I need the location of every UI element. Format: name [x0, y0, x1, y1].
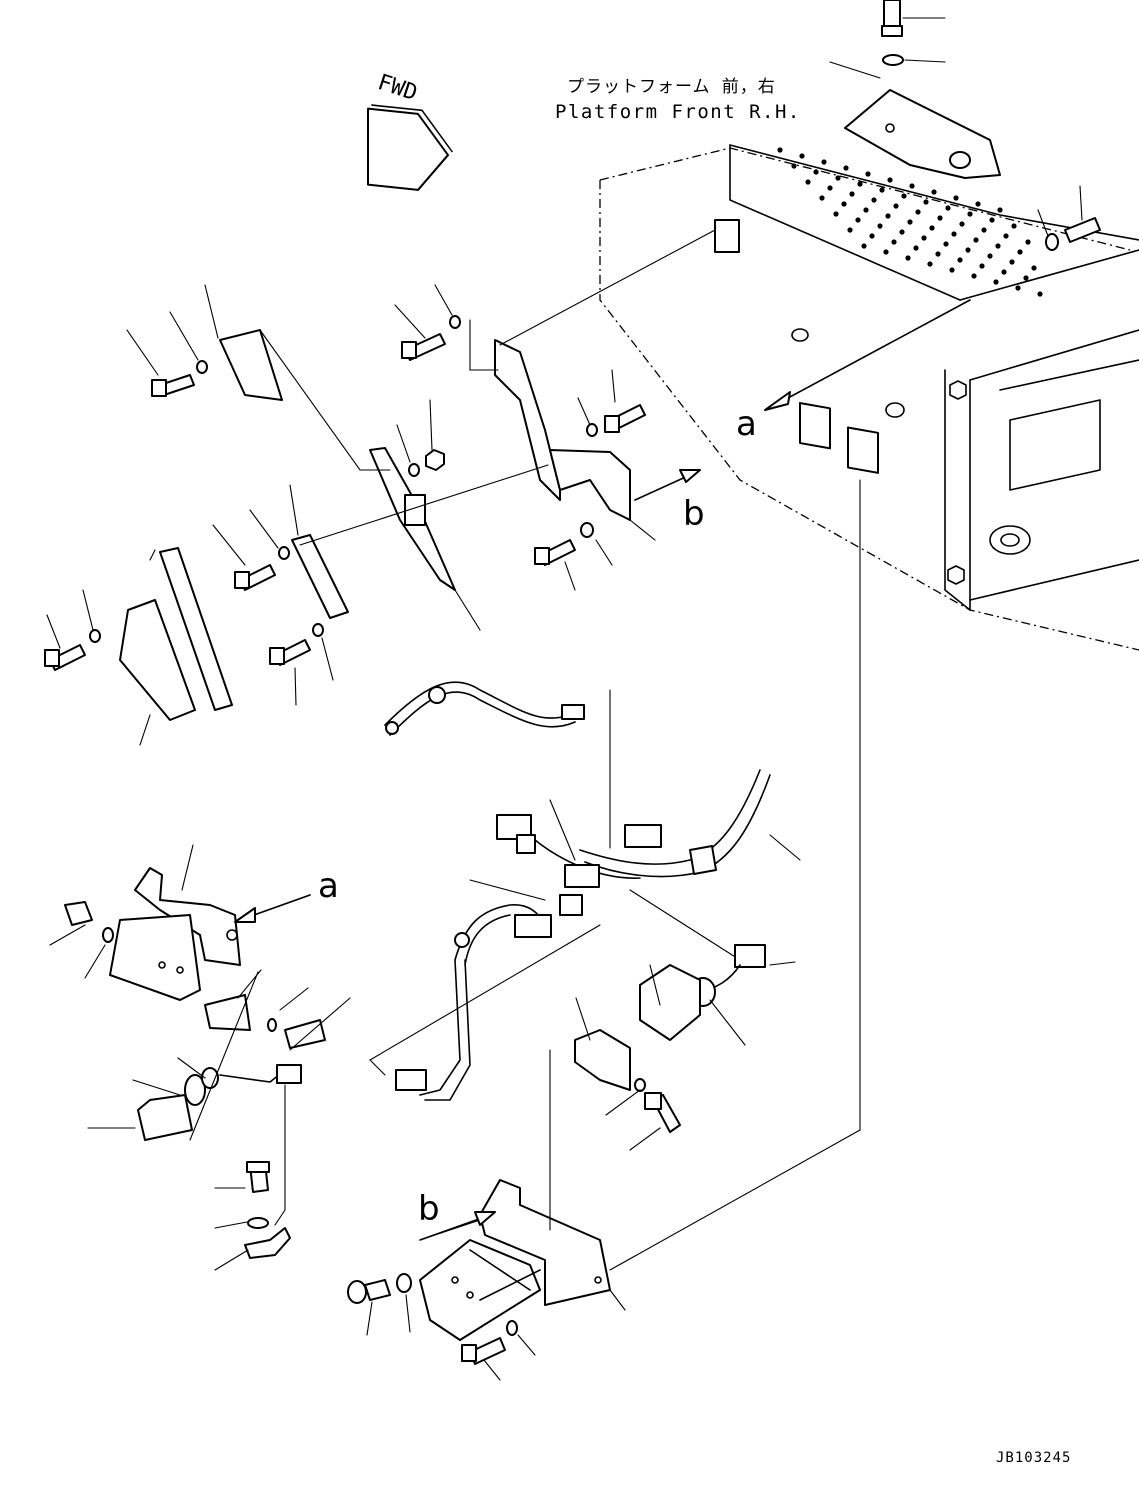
fwd-label: FWD: [375, 70, 421, 106]
callout-arrows: [234, 299, 971, 1241]
perforation-hole: [921, 235, 927, 241]
perforation-hole: [923, 199, 929, 205]
perforation-hole: [877, 223, 883, 229]
wire-harness: [384, 681, 801, 961]
perforation-hole: [1031, 265, 1037, 271]
perforation-hole: [1015, 285, 1021, 291]
upper-bracket-assembly: [119, 229, 716, 746]
perforation-hole: [861, 243, 867, 249]
perforation-hole: [981, 227, 987, 233]
perforation-hole: [855, 217, 861, 223]
perforation-hole: [1001, 269, 1007, 275]
title-english: Platform Front R.H.: [555, 101, 801, 123]
platform-frame: [599, 144, 1139, 651]
perforation-hole: [987, 253, 993, 259]
perforation-hole: [913, 245, 919, 251]
perforation-hole: [953, 195, 959, 201]
perforation-hole: [937, 215, 943, 221]
perforation-hole: [891, 239, 897, 245]
perforation-hole: [843, 165, 849, 171]
perforation-hole: [965, 247, 971, 253]
perforation-hole: [849, 191, 855, 197]
perforation-hole: [847, 227, 853, 233]
top-cover-bracket: [829, 0, 1001, 179]
perforation-hole: [907, 219, 913, 225]
perforation-hole: [869, 233, 875, 239]
perforation-hole: [927, 261, 933, 267]
fwd-direction-sign: FWD: [367, 70, 453, 191]
perforation-hole: [835, 175, 841, 181]
right-sensor-assembly: [574, 944, 796, 1151]
perforation-hole: [805, 179, 811, 185]
callout-b-bottom: b: [418, 1189, 440, 1229]
perforation-hole: [949, 267, 955, 273]
perforation-hole: [943, 241, 949, 247]
perforation-hole: [973, 237, 979, 243]
perforation-hole: [893, 203, 899, 209]
perforation-hole: [957, 257, 963, 263]
perforation-hole: [945, 205, 951, 211]
perforation-hole: [883, 249, 889, 255]
bolt-group-upper: [44, 284, 646, 706]
perforation-hole: [975, 201, 981, 207]
perforation-hole: [887, 177, 893, 183]
perforation-hole: [995, 243, 1001, 249]
perforation-hole: [1025, 239, 1031, 245]
perforation-hole: [967, 211, 973, 217]
perforation-hole: [959, 221, 965, 227]
drawing-id: JB103245: [996, 1450, 1071, 1466]
perforation-hole: [931, 189, 937, 195]
perforated-plate: [777, 147, 1043, 297]
perforation-hole: [879, 187, 885, 193]
callout-a-top: a: [736, 404, 757, 444]
perforation-hole: [901, 193, 907, 199]
perforation-hole: [989, 217, 995, 223]
perforation-hole: [997, 207, 1003, 213]
perforation-hole: [871, 197, 877, 203]
perforation-hole: [821, 159, 827, 165]
perforation-hole: [833, 211, 839, 217]
perforation-hole: [799, 153, 805, 159]
perforation-hole: [935, 251, 941, 257]
left-sensor-bracket: [49, 844, 351, 1271]
right-side-bolt: [1037, 185, 1101, 251]
perforation-hole: [1023, 275, 1029, 281]
title-japanese: プラットフォーム 前，右: [567, 77, 776, 97]
callout-a-left: a: [318, 866, 339, 906]
perforation-hole: [915, 209, 921, 215]
bottom-bracket: [347, 479, 861, 1381]
callout-b-top: b: [683, 494, 705, 534]
perforation-hole: [863, 207, 869, 213]
perforation-hole: [791, 163, 797, 169]
perforation-hole: [951, 231, 957, 237]
perforation-hole: [1037, 291, 1043, 297]
perforation-hole: [899, 229, 905, 235]
perforation-hole: [929, 225, 935, 231]
perforation-hole: [979, 263, 985, 269]
perforation-hole: [841, 201, 847, 207]
perforation-hole: [827, 185, 833, 191]
perforation-hole: [909, 183, 915, 189]
perforation-hole: [865, 171, 871, 177]
perforation-hole: [819, 195, 825, 201]
perforation-hole: [905, 255, 911, 261]
perforation-hole: [1003, 233, 1009, 239]
perforation-hole: [1011, 223, 1017, 229]
perforation-hole: [813, 169, 819, 175]
left-sensor-harness: [369, 904, 601, 1101]
perforation-hole: [777, 147, 783, 153]
perforation-hole: [885, 213, 891, 219]
perforation-hole: [971, 273, 977, 279]
perforation-hole: [1017, 249, 1023, 255]
perforation-hole: [993, 279, 999, 285]
perforation-hole: [1009, 259, 1015, 265]
perforation-hole: [857, 181, 863, 187]
